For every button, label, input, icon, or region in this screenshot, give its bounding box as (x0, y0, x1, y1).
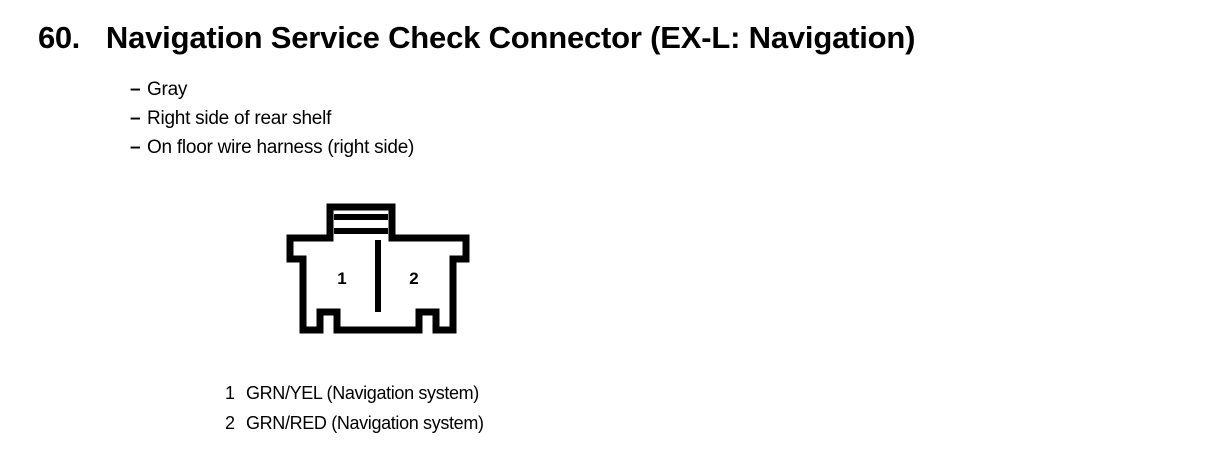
legend-pin-description: GRN/RED (Navigation system) (246, 413, 484, 433)
connector-diagram: 1 2 (283, 202, 473, 337)
cavity-number-2: 2 (409, 269, 418, 288)
legend-row: 1 GRN/YEL (Navigation system) (225, 378, 484, 408)
page-title: 60. Navigation Service Check Connector (… (38, 22, 915, 53)
legend-row: 2 GRN/RED (Navigation system) (225, 408, 484, 438)
dash-icon: – (130, 79, 141, 100)
legend-pin-description: GRN/YEL (Navigation system) (246, 383, 479, 403)
section-number: 60. (38, 20, 80, 55)
note-item: – Gray (130, 75, 414, 104)
dash-icon: – (130, 108, 141, 129)
legend-pin-number: 2 (225, 413, 235, 433)
legend-pin-number: 1 (225, 383, 235, 403)
note-item: – Right side of rear shelf (130, 104, 414, 133)
note-text: On floor wire harness (right side) (147, 137, 415, 158)
note-item: – On floor wire harness (right side) (130, 133, 414, 162)
pin-legend: 1 GRN/YEL (Navigation system) 2 GRN/RED … (225, 378, 484, 438)
cavity-number-1: 1 (337, 269, 346, 288)
dash-icon: – (130, 137, 141, 158)
note-text: Gray (147, 79, 188, 100)
note-text: Right side of rear shelf (147, 108, 332, 129)
section-title: Navigation Service Check Connector (EX-L… (105, 20, 916, 55)
connector-notes-list: – Gray – Right side of rear shelf – On f… (130, 75, 414, 162)
